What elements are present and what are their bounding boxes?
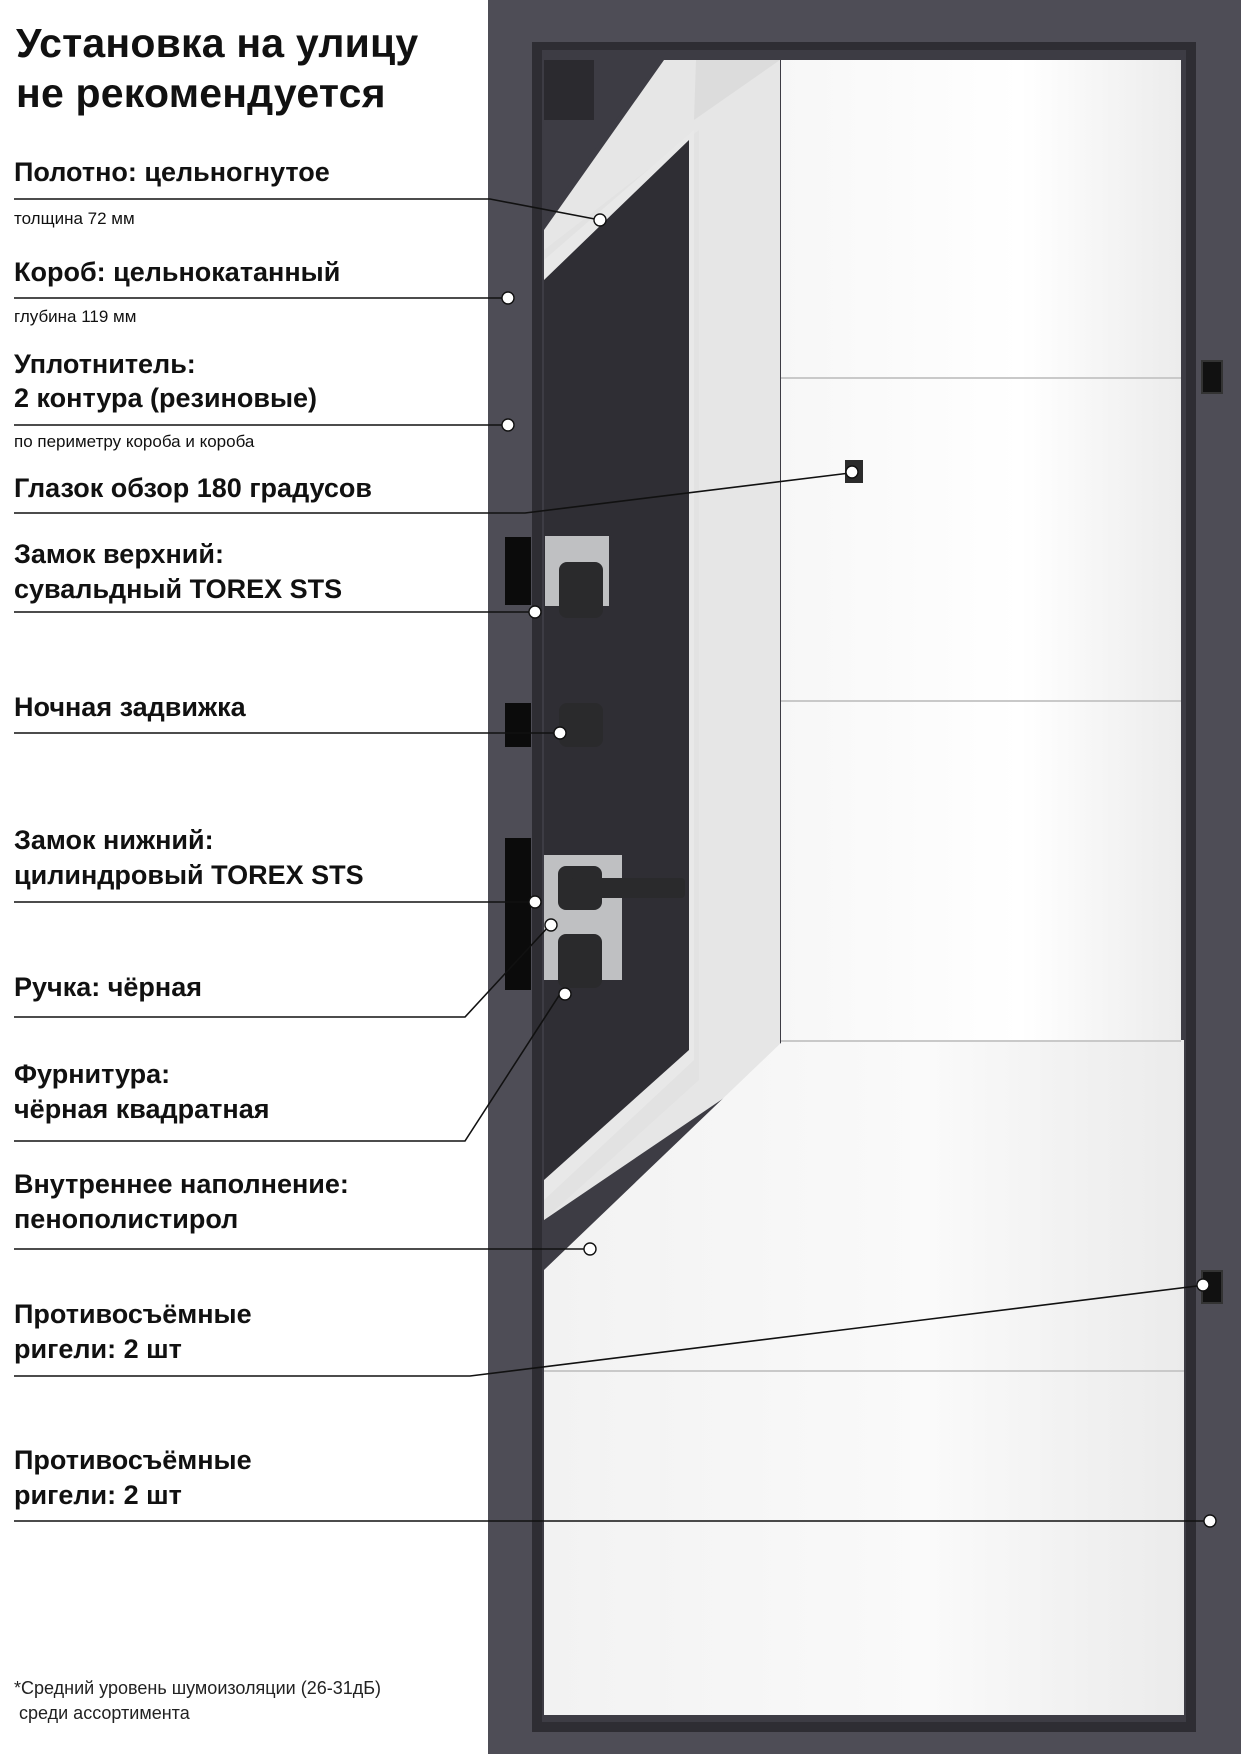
spec-upper-lock-label-2: сувальдный TOREX STS [14,574,343,604]
spec-night-latch-label: Ночная задвижка [14,692,246,722]
spec-hardware-label-2: чёрная квадратная [14,1094,270,1124]
spec-anti-removal-2-label-2: ригели: 2 шт [14,1480,182,1510]
title-line-2: не рекомендуется [16,70,386,116]
spec-anti-removal-2-label-1: Противосъёмные [14,1445,252,1475]
footnote-line-2: среди ассортимента [14,1703,190,1723]
door-handle-icon [570,878,685,898]
title-line-1: Установка на улицу [16,20,419,66]
upper-lock-escutcheon-icon [559,562,603,618]
spec-frame-label: Короб: цельнокатанный [14,257,341,287]
spec-filling-label-1: Внутреннее наполнение: [14,1169,349,1199]
anti-removal-bolt-icon [1201,360,1223,394]
page-title: Установка на улицу не рекомендуется [16,18,418,118]
spec-hardware-label-1: Фурнитура: [14,1059,171,1089]
lower-lock-strike [505,838,531,990]
spec-seal-sub: по периметру короба и короба [14,432,255,451]
spec-leaf-label: Полотно: цельногнутое [14,157,330,187]
spec-leaf-sub: толщина 72 мм [14,209,135,228]
night-latch-knob-icon [559,703,603,747]
cylinder-escutcheon-icon [558,934,602,988]
panel-groove [781,377,1181,379]
panel-groove [781,1040,1181,1042]
footnote-line-1: *Средний уровень шумоизоляции (26-31дБ) [14,1678,382,1698]
panel-groove [781,700,1181,702]
spec-filling-label-2: пенополистирол [14,1204,239,1234]
panel-groove [544,1370,1184,1372]
spec-seal-label-2: 2 контура (резиновые) [14,383,318,413]
spec-lower-lock-label-1: Замок нижний: [14,825,214,855]
spec-handle-label: Ручка: чёрная [14,972,202,1002]
spec-anti-removal-1-label-1: Противосъёмные [14,1299,252,1329]
spec-seal-label-1: Уплотнитель: [14,349,196,379]
night-latch-strike [505,703,531,747]
spec-anti-removal-1-label-2: ригели: 2 шт [14,1334,182,1364]
footnote: *Средний уровень шумоизоляции (26-31дБ) … [14,1676,381,1726]
spec-peephole-label: Глазок обзор 180 градусов [14,473,372,503]
spec-lower-lock-label-2: цилиндровый TOREX STS [14,860,364,890]
spec-frame-sub: глубина 119 мм [14,307,137,326]
spec-upper-lock-label-1: Замок верхний: [14,539,224,569]
upper-lock-strike [505,537,531,605]
